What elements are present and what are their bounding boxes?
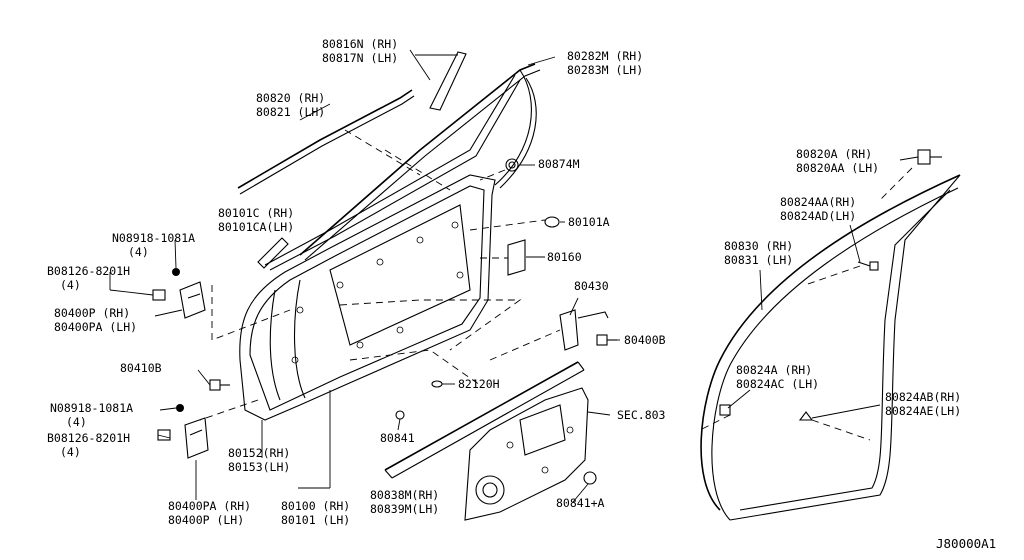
assembly-lines bbox=[199, 129, 913, 441]
moulding-80820 bbox=[237, 89, 415, 195]
grommet-80841a bbox=[583, 471, 597, 485]
label-80838m: 80838M(RH) 80839M(LH) bbox=[370, 488, 446, 516]
label-n08918-top: N08918-1081A (4) bbox=[112, 231, 202, 259]
clip-80824a bbox=[719, 404, 731, 416]
label-80824aa: 80824AA(RH) 80824AD(LH) bbox=[780, 195, 863, 223]
label-80160: 80160 bbox=[547, 250, 582, 264]
label-80816n: 80816N (RH) 80817N (LH) bbox=[322, 37, 405, 65]
label-80101a: 80101A bbox=[568, 215, 610, 229]
clip-80841 bbox=[395, 410, 405, 420]
clip-80824aa bbox=[857, 261, 879, 271]
plug-80101a bbox=[544, 216, 560, 228]
clip-80820a bbox=[917, 149, 942, 165]
label-80820a: 80820A (RH) 80820AA (LH) bbox=[796, 147, 879, 175]
check-link-80430 bbox=[559, 309, 609, 351]
weatherstrip-80282m bbox=[299, 63, 541, 261]
door-module-sec803 bbox=[464, 387, 589, 521]
clip-80824ab bbox=[798, 411, 814, 421]
door-outer-panel bbox=[239, 74, 521, 421]
label-sec803: SEC.803 bbox=[617, 408, 666, 422]
callout-labels: 80816N (RH) 80817N (LH) 80282M (RH) 8028… bbox=[47, 37, 996, 551]
leader-lines bbox=[109, 49, 919, 503]
label-80152: 80152(RH) 80153(LH) bbox=[228, 446, 297, 474]
label-80400p-top: 80400P (RH) 80400PA (LH) bbox=[54, 306, 137, 334]
plug-82120h bbox=[431, 380, 443, 388]
pad-80160 bbox=[507, 239, 526, 276]
diagram-id: J80000A1 bbox=[936, 536, 996, 551]
label-80874m: 80874M bbox=[538, 157, 580, 171]
hinge-lower bbox=[157, 404, 209, 459]
label-80824a: 80824A (RH) 80824AC (LH) bbox=[736, 363, 819, 391]
label-80820: 80820 (RH) 80821 (LH) bbox=[256, 91, 332, 119]
label-80400b: 80400B bbox=[624, 333, 666, 347]
weatherstrip-80830 bbox=[700, 174, 961, 521]
label-80824ab: 80824AB(RH) 80824AE(LH) bbox=[885, 390, 968, 418]
label-80430: 80430 bbox=[574, 279, 609, 293]
label-b08126-bot: B08126-8201H (4) bbox=[47, 431, 137, 459]
label-80101c: 80101C (RH) 80101CA(LH) bbox=[218, 206, 301, 234]
bolt-80410b bbox=[209, 379, 230, 391]
label-80841a: 80841+A bbox=[556, 496, 605, 510]
moulding-80101c bbox=[257, 237, 289, 269]
label-n08918-bot: N08918-1081A (4) bbox=[50, 401, 140, 429]
label-80100: 80100 (RH) 80101 (LH) bbox=[281, 499, 357, 527]
weatherstrip-80838m bbox=[384, 361, 585, 479]
label-80282m: 80282M (RH) 80283M (LH) bbox=[567, 49, 650, 77]
label-80830: 80830 (RH) 80831 (LH) bbox=[724, 239, 800, 267]
label-b08126-top: B08126-8201H (4) bbox=[47, 264, 137, 292]
label-80841: 80841 bbox=[380, 431, 415, 445]
label-80410b: 80410B bbox=[120, 361, 162, 375]
label-80400pa-bot: 80400PA (RH) 80400P (LH) bbox=[168, 499, 258, 527]
grommet-80874m bbox=[505, 158, 519, 172]
label-82120h: 82120H bbox=[458, 377, 500, 391]
moulding-80816n bbox=[429, 51, 467, 111]
